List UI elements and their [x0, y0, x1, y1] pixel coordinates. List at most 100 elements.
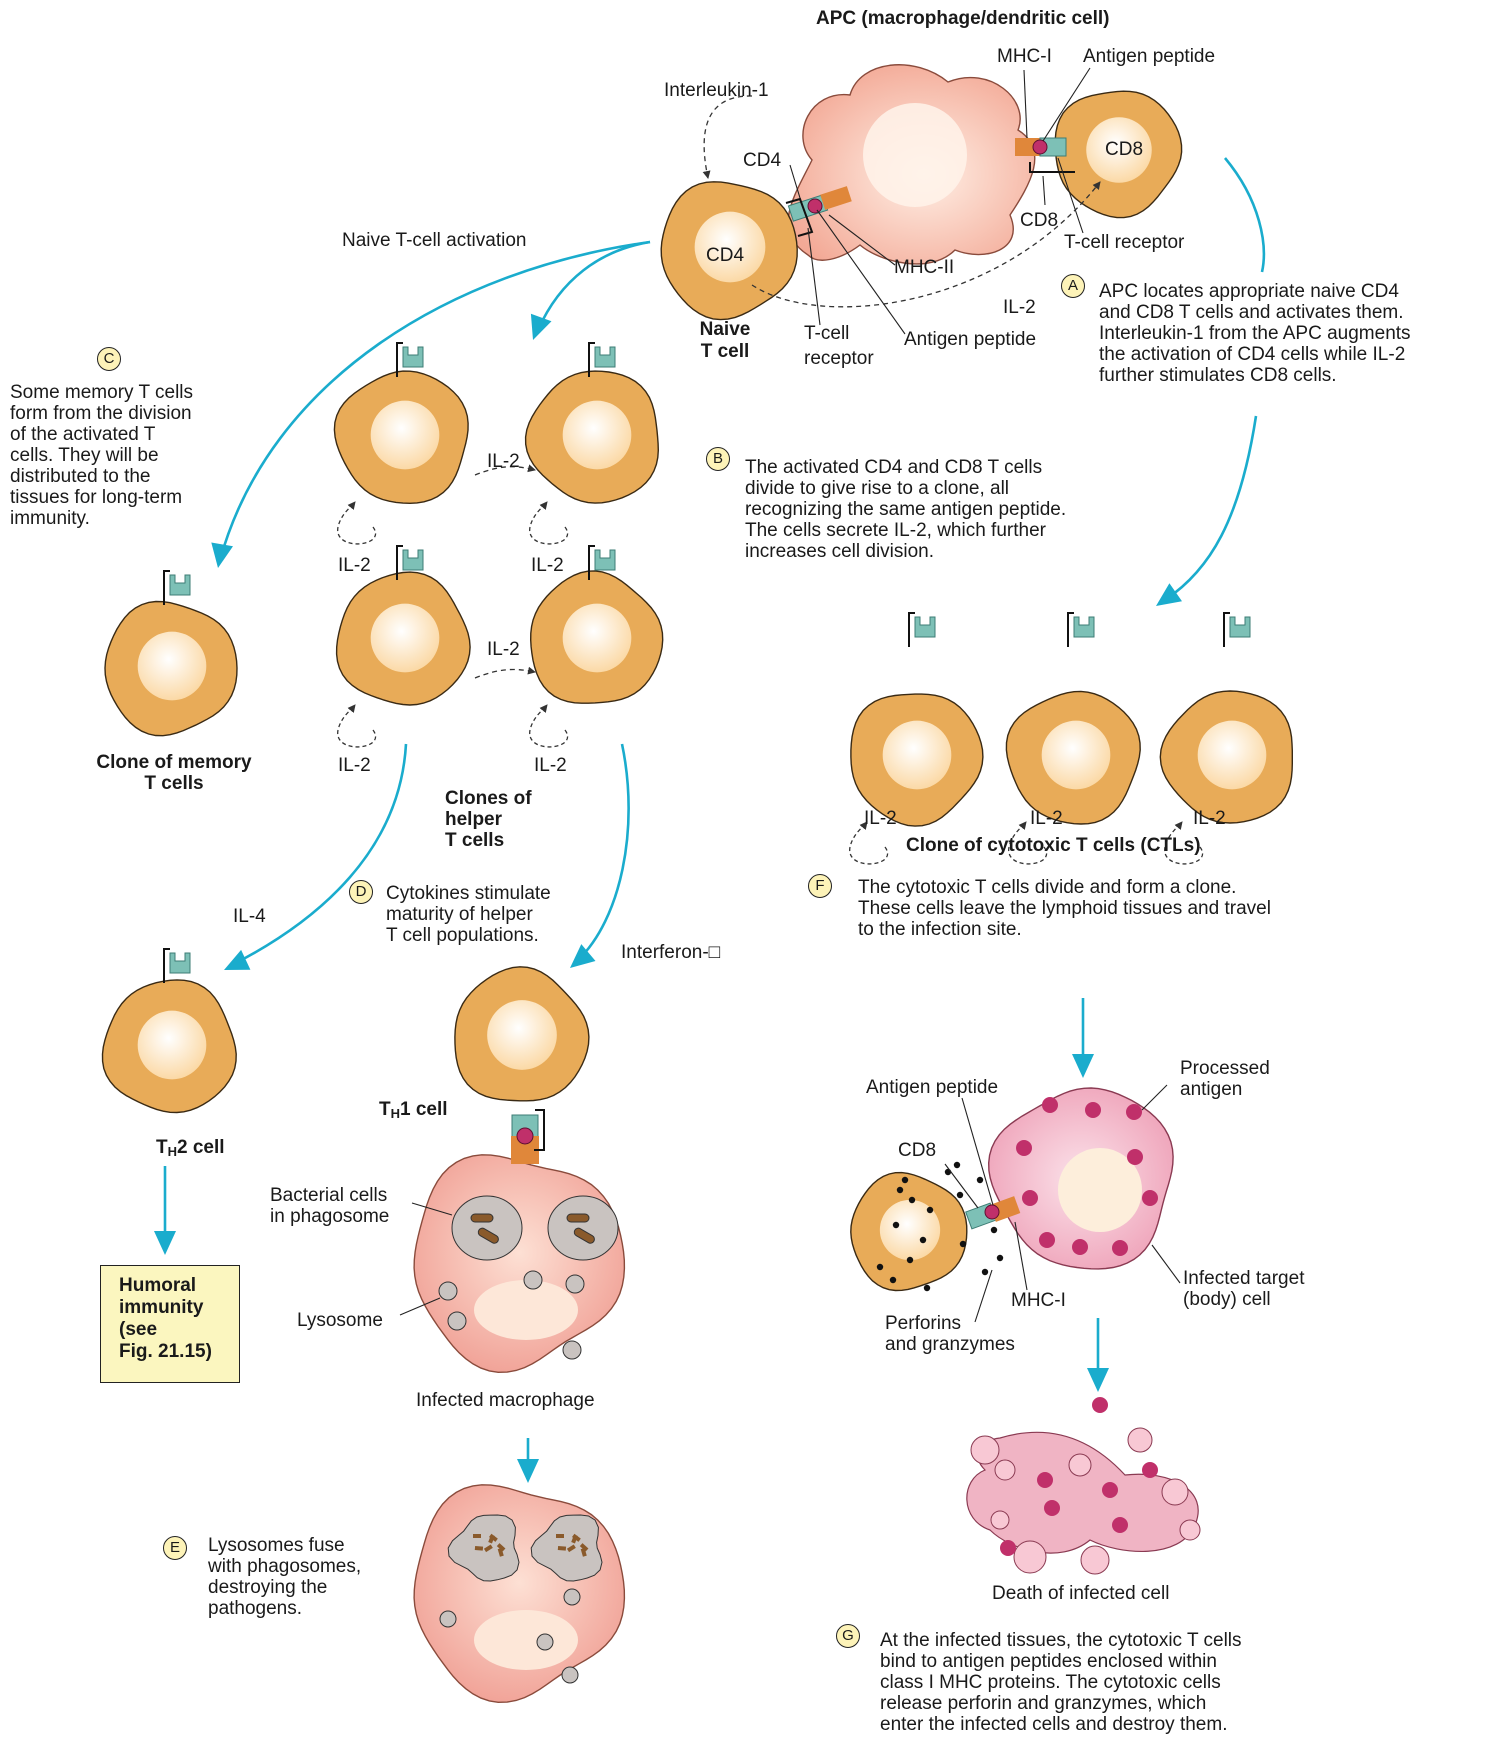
label-ctl-clone: Clone of cytotoxic T cells (CTLs) — [906, 835, 1201, 857]
arrow-head — [517, 1459, 539, 1483]
step-badge-d: D — [349, 880, 373, 904]
perforin-dot — [890, 1277, 896, 1283]
diagram-title: APC (macrophage/dendritic cell) — [816, 8, 1110, 30]
leader-line — [1043, 176, 1045, 205]
arrow-head — [224, 950, 250, 970]
label-antigen-peptide-3: Antigen peptide — [866, 1077, 998, 1099]
step-text-a: APC locates appropriate naive CD4 and CD… — [1099, 281, 1411, 386]
label-receptor: receptor — [804, 348, 874, 370]
arrow-to-helpers — [538, 242, 650, 330]
perforin-dot — [893, 1222, 899, 1228]
t-cell-icon — [531, 571, 663, 703]
step-badge-g: G — [836, 1624, 860, 1648]
arrow-head — [1156, 583, 1182, 606]
label-cd4-cell: CD4 — [706, 245, 744, 267]
antigen-icon — [808, 199, 822, 213]
label-lysosome: Lysosome — [297, 1310, 383, 1332]
label-helper-clones: Clones of helper T cells — [445, 788, 532, 851]
label-th1-cell: TH1 cell — [379, 1099, 448, 1125]
step-badge-c: C — [97, 347, 121, 371]
arrow-head — [531, 314, 552, 340]
step-text-g: At the infected tissues, the cytotoxic T… — [880, 1630, 1242, 1735]
label-il2-top: IL-2 — [1003, 297, 1036, 319]
arrow-head — [154, 1231, 176, 1255]
label-il2: IL-2 — [534, 755, 567, 777]
label-il2: IL-2 — [1193, 808, 1226, 830]
t-cell-icon — [105, 602, 237, 736]
perforin-dot — [897, 1187, 903, 1193]
label-il2: IL-2 — [864, 808, 897, 830]
t-cell-receptor-icon — [909, 613, 935, 647]
label-infected-macrophage: Infected macrophage — [416, 1390, 595, 1412]
label-il2: IL-2 — [487, 639, 520, 661]
label-il2: IL-2 — [531, 555, 564, 577]
label-mhc-ii: MHC-II — [894, 257, 954, 279]
label-infected-target: Infected target (body) cell — [1183, 1268, 1304, 1310]
arrow-head — [1072, 1054, 1094, 1078]
arrow-apc-to-a — [1225, 158, 1264, 272]
label-bacterial-cells: Bacterial cells in phagosome — [270, 1185, 389, 1227]
label-cd8: CD8 — [1020, 210, 1058, 232]
t-cell-receptor-icon — [1068, 613, 1094, 647]
perforin-dot — [991, 1227, 997, 1233]
label-interferon: Interferon-□ — [621, 942, 720, 964]
label-il2: IL-2 — [338, 755, 371, 777]
label-antigen-peptide-2: Antigen peptide — [904, 329, 1036, 351]
perforin-dot — [907, 1257, 913, 1263]
label-il2: IL-2 — [1030, 808, 1063, 830]
antigen-icon — [1033, 140, 1047, 154]
dead-cell-icon — [967, 1397, 1200, 1574]
label-cd8-cell: CD8 — [1105, 139, 1143, 161]
label-naive-activation: Naive T-cell activation — [342, 230, 526, 252]
step-text-b: The activated CD4 and CD8 T cells divide… — [745, 457, 1066, 562]
t-cell-icon — [1160, 691, 1292, 823]
t-cell-icon — [851, 694, 983, 826]
t-cell-receptor-icon — [1224, 613, 1250, 647]
step-badge-b: B — [706, 447, 730, 471]
leader-line — [1024, 70, 1027, 138]
humoral-immunity-box: Humoral immunity (see Fig. 21.15) — [100, 1265, 240, 1383]
step-text-f: The cytotoxic T cells divide and form a … — [858, 877, 1271, 940]
apc-cell-icon — [788, 65, 1035, 264]
perforin-dot — [957, 1192, 963, 1198]
perforin-dot — [927, 1207, 933, 1213]
perforin-dot — [960, 1241, 966, 1247]
label-naive-tcell: T cell — [680, 341, 770, 363]
arrow-head — [211, 543, 233, 569]
label-mhc-i-bottom: MHC-I — [1011, 1290, 1066, 1312]
t-cell-icon — [337, 572, 471, 705]
label-death: Death of infected cell — [992, 1583, 1169, 1605]
arrow-head — [1087, 1368, 1109, 1392]
label-mhc-i: MHC-I — [997, 46, 1052, 68]
label-il2: IL-2 — [338, 555, 371, 577]
t-cell-receptor-icon — [164, 949, 190, 983]
arrow-to-th1 — [578, 744, 629, 960]
label-perforins: Perforins and granzymes — [885, 1313, 1015, 1355]
t-cell-icon — [334, 371, 468, 503]
perforin-dot — [902, 1177, 908, 1183]
label-tcell-receptor: T-cell receptor — [1064, 232, 1184, 254]
label-memory-clone: Clone of memory T cells — [68, 752, 280, 794]
t-cell-icon — [103, 980, 237, 1113]
label-tcell-receptor-2: T-cell — [804, 323, 849, 345]
step-text-d: Cytokines stimulate maturity of helper T… — [386, 883, 551, 946]
label-th2-cell: TH2 cell — [156, 1137, 225, 1163]
perforin-dot — [920, 1237, 926, 1243]
step-badge-a: A — [1061, 274, 1085, 298]
perforin-dot — [945, 1169, 951, 1175]
antigen-icon — [985, 1205, 999, 1219]
perforin-dot — [909, 1197, 915, 1203]
perforin-dot — [977, 1177, 983, 1183]
arrow-head — [570, 944, 596, 968]
label-il4: IL-4 — [233, 906, 266, 928]
il2-autocrine-arrow — [338, 705, 376, 747]
step-text-e: Lysosomes fuse with phagosomes, destroyi… — [208, 1535, 361, 1619]
t-cell-icon — [851, 1173, 967, 1291]
label-cd4: CD4 — [743, 150, 781, 172]
perforin-dot — [982, 1269, 988, 1275]
t-cell-icon — [1006, 691, 1140, 824]
t-cell-icon — [455, 967, 589, 1101]
antigen-icon — [517, 1128, 533, 1144]
label-cd8-bottom: CD8 — [898, 1140, 936, 1162]
step-text-c: Some memory T cells form from the divisi… — [10, 382, 193, 529]
